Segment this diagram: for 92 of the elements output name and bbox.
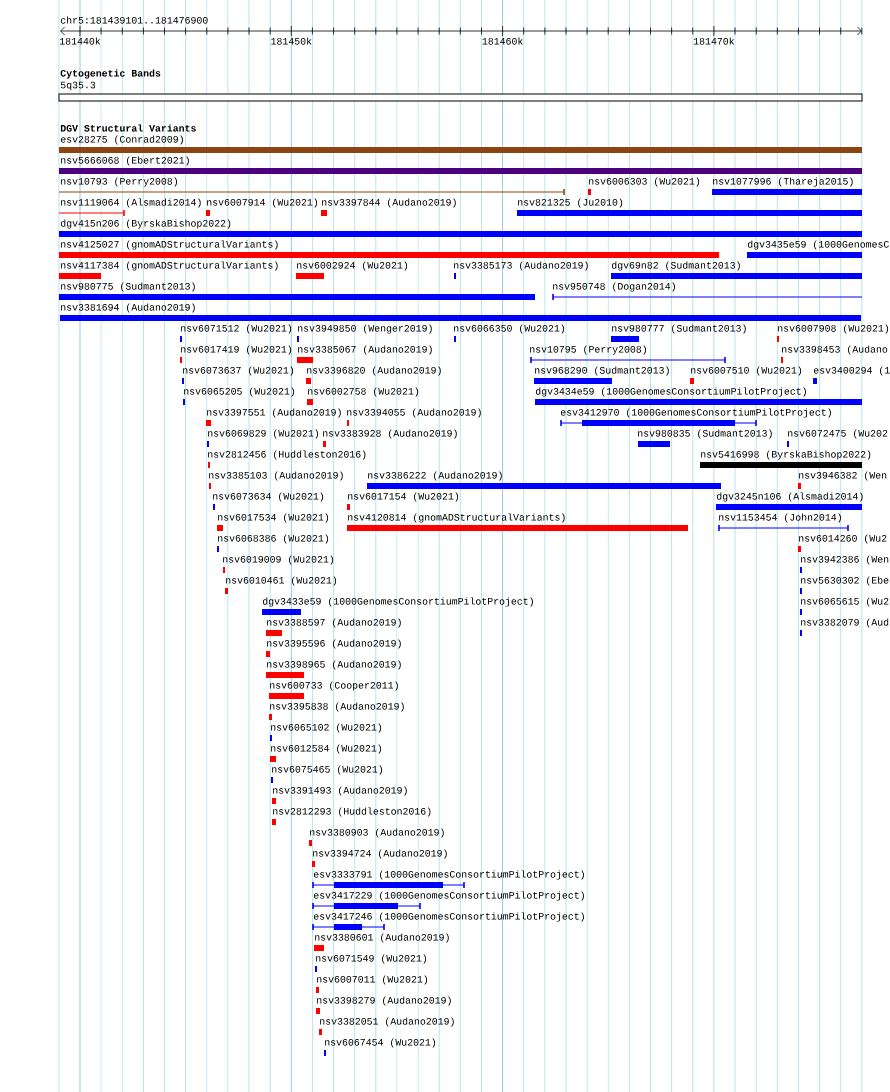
tick-label: 181470k	[693, 37, 735, 45]
variant-label: nsv3395838 (Audano2019)	[270, 702, 404, 712]
variant-label: nsv980775 (Sudmant2013)	[61, 282, 195, 292]
variant-label: dgv3433e59 (1000GenomesConsortiumPilotProject)	[262, 597, 533, 607]
variant-label: dgv3434e59 (1000GenomesConsortiumPilotProject)	[535, 387, 806, 397]
variant-label: nsv3382079 (Aud	[801, 618, 889, 628]
variant-label: nsv6065205 (Wu2021)	[184, 387, 295, 397]
variant-label: nsv3946382 (Wen	[799, 471, 887, 481]
variant-label: nsv4117384 (gnomADStructuralVariants)	[61, 261, 278, 271]
variant-label: nsv1077996 (Thareja2015)	[713, 177, 853, 187]
variant-label: nsv3385103 (Audano2019)	[209, 471, 343, 481]
variant-label: nsv4125027 (gnomADStructuralVariants)	[61, 240, 278, 250]
variant-label: nsv3380903 (Audano2019)	[310, 828, 444, 838]
variant-label: nsv5630302 (Ebe	[801, 576, 889, 586]
variant-label: dgv3245n106 (Alsmadi2014)	[716, 492, 863, 502]
tick-label: 181460k	[482, 37, 523, 45]
variant-label: nsv6066350 (Wu2021)	[454, 324, 565, 334]
variant-label: nsv2812293 (Huddleston2016)	[273, 807, 431, 817]
variant-label: nsv6002758 (Wu2021)	[308, 387, 419, 397]
variant-label: nsv6068386 (Wu2021)	[218, 534, 329, 544]
track-title: Cytogenetic Bands	[60, 69, 161, 79]
variant-label: dgv3435e59 (1000GenomesC	[747, 240, 889, 250]
variant-label: nsv3394724 (Audano2019)	[313, 849, 447, 859]
variant-label: nsv3381694 (Audano2019)	[61, 303, 195, 313]
variant-label: esv3333791 (1000GenomesConsortiumPilotProject)	[313, 870, 584, 880]
variant-label: nsv6007914 (Wu2021)	[207, 198, 318, 208]
variant-label: nsv3949850 (Wenger2019)	[298, 324, 432, 334]
variant-label: dgv415n206 (ByrskaBishop2022)	[60, 219, 231, 229]
variant-label: nsv6006303 (Wu2021)	[589, 177, 700, 187]
variant-label: nsv3385173 (Audano2019)	[454, 261, 588, 271]
variant-label: nsv6071512 (Wu2021)	[181, 324, 292, 334]
band-label: 5q35.3	[60, 81, 96, 91]
variant-label: nsv6017534 (Wu2021)	[218, 513, 329, 523]
variant-label: nsv968290 (Sudmant2013)	[535, 366, 669, 376]
position-label: chr5:181439101..181476900	[60, 16, 208, 24]
variant-label: nsv6014260 (Wu2	[799, 534, 887, 544]
variant-label: nsv6010461 (Wu2021)	[226, 576, 337, 586]
variant-label: nsv6007510 (Wu2021)	[691, 366, 802, 376]
variant-label: nsv6065615 (Wu2	[801, 597, 889, 607]
variant-label: nsv6017154 (Wu2021)	[348, 492, 459, 502]
variant-label: nsv6007011 (Wu2021)	[317, 975, 428, 985]
variant-label: esv3412970 (1000GenomesConsortiumPilotProject)	[560, 408, 831, 418]
variant-label: nsv821325 (Ju2010)	[518, 198, 623, 208]
variant-label: nsv6072475 (Wu202	[788, 429, 888, 439]
track-title: DGV Structural Variants	[60, 124, 196, 132]
variant-label: nsv3391493 (Audano2019)	[273, 786, 407, 796]
variant-label: nsv3385067 (Audano2019)	[298, 345, 432, 355]
variant-label: esv3400294 (1	[813, 366, 890, 376]
variant-label: nsv5416998 (ByrskaBishop2022)	[701, 450, 871, 460]
tick-label: 181450k	[271, 37, 312, 45]
variant-label: nsv3383928 (Audano2019)	[323, 429, 457, 439]
variant-label: nsv980835 (Sudmant2013)	[638, 429, 772, 439]
variant-label: nsv3395596 (Audano2019)	[267, 639, 401, 649]
variant-label: nsv600733 (Cooper2011)	[270, 681, 398, 691]
tick-label: 181440k	[60, 37, 101, 45]
variant-label: nsv3397844 (Audano2019)	[322, 198, 456, 208]
variant-label: nsv3394055 (Audano2019)	[347, 408, 481, 418]
variant-label: nsv6012584 (Wu2021)	[271, 744, 382, 754]
variant-label: nsv6017419 (Wu2021)	[181, 345, 292, 355]
variant-label: nsv6002924 (Wu2021)	[297, 261, 408, 271]
variant-label: nsv6071549 (Wu2021)	[316, 954, 427, 964]
variant-label: nsv3942386 (Wen	[801, 555, 889, 565]
variant-label: nsv6069829 (Wu2021)	[208, 429, 319, 439]
variant-label: nsv1153454 (John2014)	[719, 513, 841, 523]
variant-label: nsv5666068 (Ebert2021)	[61, 156, 189, 166]
variant-label: nsv3380601 (Audano2019)	[315, 933, 449, 943]
variant-label: nsv3398965 (Audano2019)	[267, 660, 401, 670]
variant-label: nsv4120814 (gnomADStructuralVariants)	[348, 513, 565, 523]
variant-label: nsv6065102 (Wu2021)	[271, 723, 382, 733]
variant-label: esv28275 (Conrad2009)	[60, 135, 183, 145]
variant-label: nsv6073637 (Wu2021)	[183, 366, 294, 376]
variant-label: nsv10793 (Perry2008)	[61, 177, 177, 187]
variant-label: nsv3386222 (Audano2019)	[368, 471, 502, 481]
variant-label: nsv10795 (Perry2008)	[530, 345, 646, 355]
variant-label: nsv980777 (Sudmant2013)	[612, 324, 746, 334]
variant-label: nsv3398453 (Audano	[782, 345, 888, 355]
variant-label: nsv1119064 (Alsmadi2014)	[61, 198, 201, 208]
variant-label: nsv950748 (Dogan2014)	[553, 282, 675, 292]
variant-label: esv3417229 (1000GenomesConsortiumPilotProject)	[313, 891, 584, 901]
variant-label: esv3417246 (1000GenomesConsortiumPilotProject)	[313, 912, 584, 922]
variant-label: nsv6075465 (Wu2021)	[272, 765, 383, 775]
variant-label: nsv3382051 (Audano2019)	[320, 1017, 454, 1027]
variant-label: nsv6073634 (Wu2021)	[213, 492, 324, 502]
variant-label: nsv3397551 (Audano2019)	[207, 408, 341, 418]
variant-label: nsv3396820 (Audano2019)	[307, 366, 441, 376]
variant-label: nsv3398279 (Audano2019)	[317, 996, 451, 1006]
variant-label: nsv6007908 (Wu2021)	[778, 324, 889, 334]
variant-label: nsv2812456 (Huddleston2016)	[208, 450, 366, 460]
variant-label: nsv6019009 (Wu2021)	[223, 555, 334, 565]
variant-label: nsv6067454 (Wu2021)	[325, 1038, 436, 1048]
variant-label: nsv3388597 (Audano2019)	[267, 618, 401, 628]
variant-label: dgv69n82 (Sudmant2013)	[611, 261, 740, 271]
